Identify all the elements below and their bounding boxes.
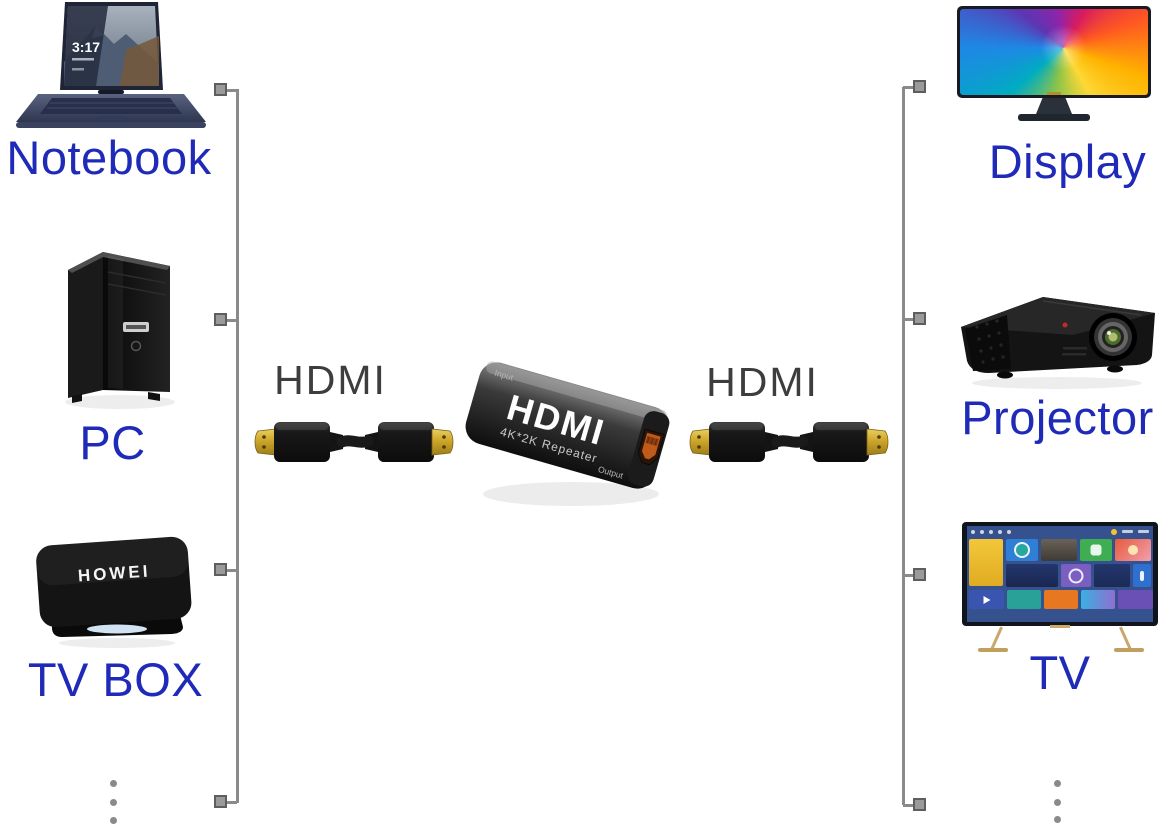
left-connector-line [236,89,239,803]
tv-foot [978,648,1008,652]
display-stand-neck [1036,98,1072,114]
projector-icon [961,297,1155,389]
display-label: Display [988,135,1147,188]
tv-tile [1080,539,1112,561]
connector-stub [903,804,914,807]
tv-tile [1118,590,1153,609]
tvbox-label: TV BOX [27,653,204,706]
connector-node-notebook [214,83,227,96]
tv-topbar [967,526,1153,537]
display-screen [960,9,1148,95]
hdmi-label-left: HDMI [274,357,387,403]
connector-stub [903,86,914,89]
right-connector-line [902,87,905,805]
tv-leg [1119,626,1132,651]
tv-tile [1006,564,1058,587]
tv-leg [990,626,1003,651]
connector-node-display [913,80,926,93]
connector-node-more-right [913,798,926,811]
tv-status-icon [1111,528,1117,535]
display-logo [1047,92,1061,95]
display-stand-base [1018,114,1090,121]
notebook-label: Notebook [6,131,212,184]
projector-lens [1089,313,1137,361]
tv-tile [1041,539,1077,561]
tv-screen [967,526,1153,622]
tv-tile [1044,590,1078,609]
connector-node-tvbox [214,563,227,576]
tv-brand-strip [1050,625,1070,628]
projector-power-led [1062,322,1068,328]
tv-tile [1081,590,1115,609]
tv-tile [1094,564,1130,587]
connector-stub [226,801,237,804]
tv-tile [1007,590,1041,609]
hdmi-repeater-image: HDMI 4K*2K Repeater Input Output [465,361,670,506]
laptop-icon: 3:17 [16,2,206,128]
pc-label: PC [79,416,146,469]
tv-tile [1133,564,1151,587]
tv-frame [962,522,1158,626]
hdmi-cable-right-icon [689,422,889,462]
connector-node-tv [913,568,926,581]
projector-label: Projector [961,391,1154,444]
hdmi-label-right: HDMI [706,359,819,405]
tv-foot [1114,648,1144,652]
pc-tower-icon [65,252,175,409]
tv-tile [969,590,1004,609]
tv-box-icon: HOWEI [36,536,192,648]
connector-node-more-left [214,795,227,808]
connector-stub [903,574,914,577]
tv-tile [969,539,1003,586]
connector-stub [903,318,914,321]
tv-tile [1061,564,1091,587]
laptop-clock: 3:17 [72,39,100,55]
tv-tile [1006,539,1038,561]
connector-stub [226,89,237,92]
connector-node-projector [913,312,926,325]
tv-tile [1115,539,1151,561]
display-frame [957,6,1151,98]
tv-label: TV [1029,646,1091,699]
hdmi-cable-left-icon [254,422,454,462]
connector-node-pc [214,313,227,326]
connector-stub [226,319,237,322]
connector-stub [226,569,237,572]
